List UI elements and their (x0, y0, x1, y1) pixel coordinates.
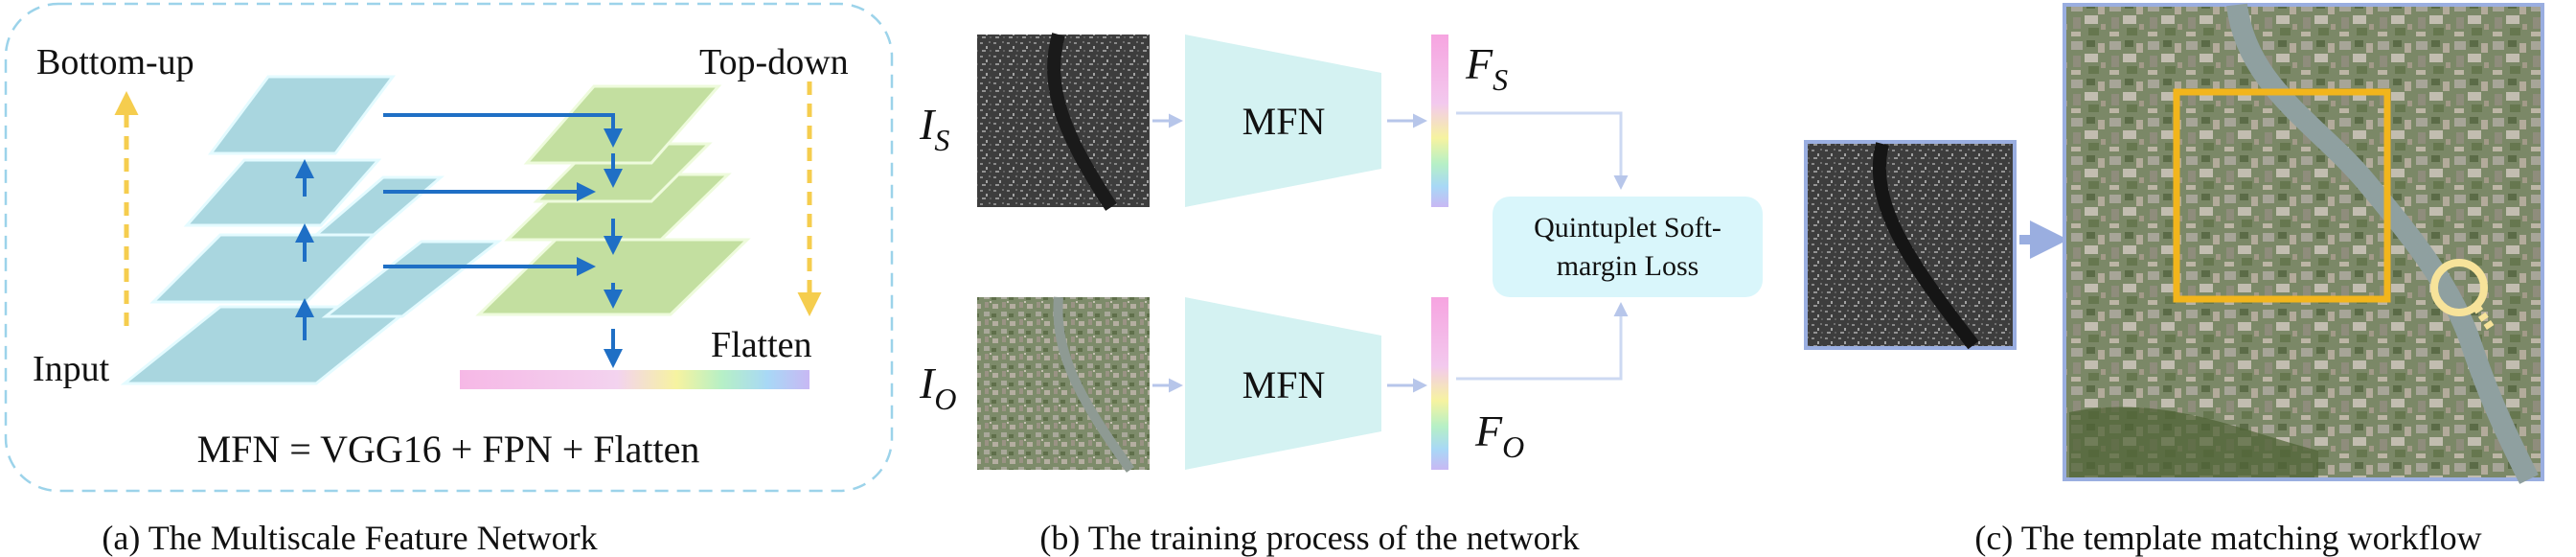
magnifier-icon (2430, 259, 2495, 331)
input-label: Input (33, 349, 110, 389)
optical-input-river (1053, 296, 1135, 473)
arrow-fo-to-loss (1456, 302, 1629, 381)
caption-c: (c) The template matching workflow (1974, 519, 2481, 557)
panel-a-frame (4, 2, 894, 493)
pyramid-layer-1b (321, 240, 503, 318)
fpn-layer-4 (523, 84, 722, 165)
pyramid-layer-1 (120, 305, 417, 385)
match-result-box (2173, 88, 2391, 303)
optical-input-label: IO (919, 359, 956, 416)
flatten-bar (460, 370, 809, 389)
lateral-arrow-top (383, 113, 623, 148)
loss-box (1493, 197, 1763, 297)
panel-c: (c) The template matching workflow (1804, 3, 2544, 557)
mfn-label-top: MFN (1242, 100, 1326, 143)
feature-optical-label: FO (1474, 406, 1524, 464)
sar-input-river (1047, 33, 1117, 211)
panel-b: IS IO MFN MFN FS FO Quintuplet Soft- mar… (919, 33, 1763, 557)
loss-label-line1: Quintuplet Soft- (1534, 212, 1721, 244)
mfn-block-top (1185, 35, 1381, 207)
pyramid-layer-2 (149, 233, 377, 304)
feature-sar-label: FS (1465, 39, 1508, 97)
sar-input-label: IS (919, 100, 949, 157)
caption-b: (b) The training process of the network (1039, 519, 1579, 557)
top-down-label: Top-down (699, 42, 849, 82)
feature-vector-optical (1431, 297, 1448, 470)
pyramid-layer-4 (208, 75, 396, 155)
caption-a: (a) The Multiscale Feature Network (102, 519, 597, 557)
map-forest (2069, 406, 2318, 477)
pyramid-layer-3 (183, 158, 382, 227)
flatten-label: Flatten (711, 325, 812, 365)
feature-vector-sar (1431, 35, 1448, 207)
arrow-fs-to-loss (1456, 111, 1629, 190)
optical-search-map (2063, 3, 2544, 481)
template-sar-river (1872, 142, 1979, 350)
mfn-label-bottom: MFN (1242, 363, 1326, 406)
formula-label: MFN = VGG16 + FPN + Flatten (197, 428, 700, 471)
map-river (2226, 3, 2539, 484)
mfn-block-bottom (1185, 297, 1381, 470)
panel-a: Bottom-up Top-down Input Flatten (4, 2, 894, 557)
fpn-layer-1 (475, 238, 751, 316)
loss-label-line2: margin Loss (1557, 250, 1699, 282)
bottom-up-label: Bottom-up (36, 42, 194, 82)
